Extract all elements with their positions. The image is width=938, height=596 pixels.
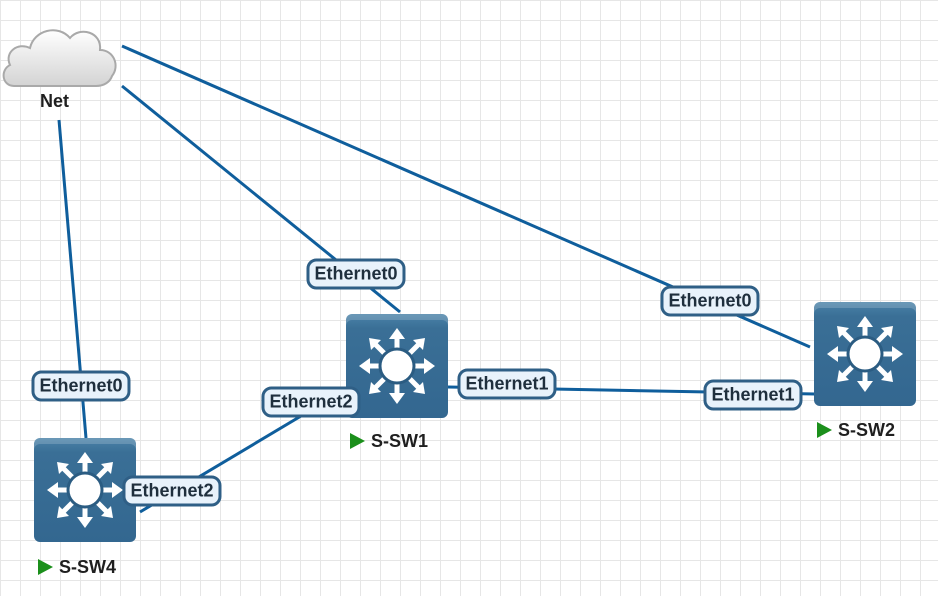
switch-icon (34, 438, 136, 542)
iface-label-ssw2-ethernet0[interactable]: Ethernet0 (660, 285, 760, 317)
node-s-sw4-label: S-SW4 (38, 557, 116, 577)
node-net[interactable]: Net (0, 18, 120, 118)
cloud-icon (2, 29, 117, 87)
iface-label-ssw1-ethernet0[interactable]: Ethernet0 (306, 258, 406, 290)
running-play-icon (350, 433, 365, 449)
running-play-icon (38, 559, 53, 575)
node-s-sw2-label: S-SW2 (817, 420, 895, 440)
running-play-icon (817, 422, 832, 438)
node-s-sw1-label: S-SW1 (350, 431, 428, 451)
iface-label-ssw2-ethernet1[interactable]: Ethernet1 (703, 379, 803, 411)
node-s-sw1[interactable]: S-SW1 (346, 314, 466, 454)
iface-label-ssw1-ethernet1[interactable]: Ethernet1 (457, 368, 557, 400)
node-s-sw4[interactable]: S-SW4 (34, 438, 154, 580)
switch-icon (346, 314, 448, 418)
iface-label-ssw1-ethernet2[interactable]: Ethernet2 (261, 386, 361, 418)
iface-label-ssw4-ethernet0[interactable]: Ethernet0 (31, 370, 131, 402)
switch-icon (814, 302, 916, 406)
node-s-sw2[interactable]: S-SW2 (814, 302, 938, 444)
node-net-label: Net (40, 91, 70, 111)
iface-label-ssw4-ethernet2[interactable]: Ethernet2 (122, 475, 222, 507)
